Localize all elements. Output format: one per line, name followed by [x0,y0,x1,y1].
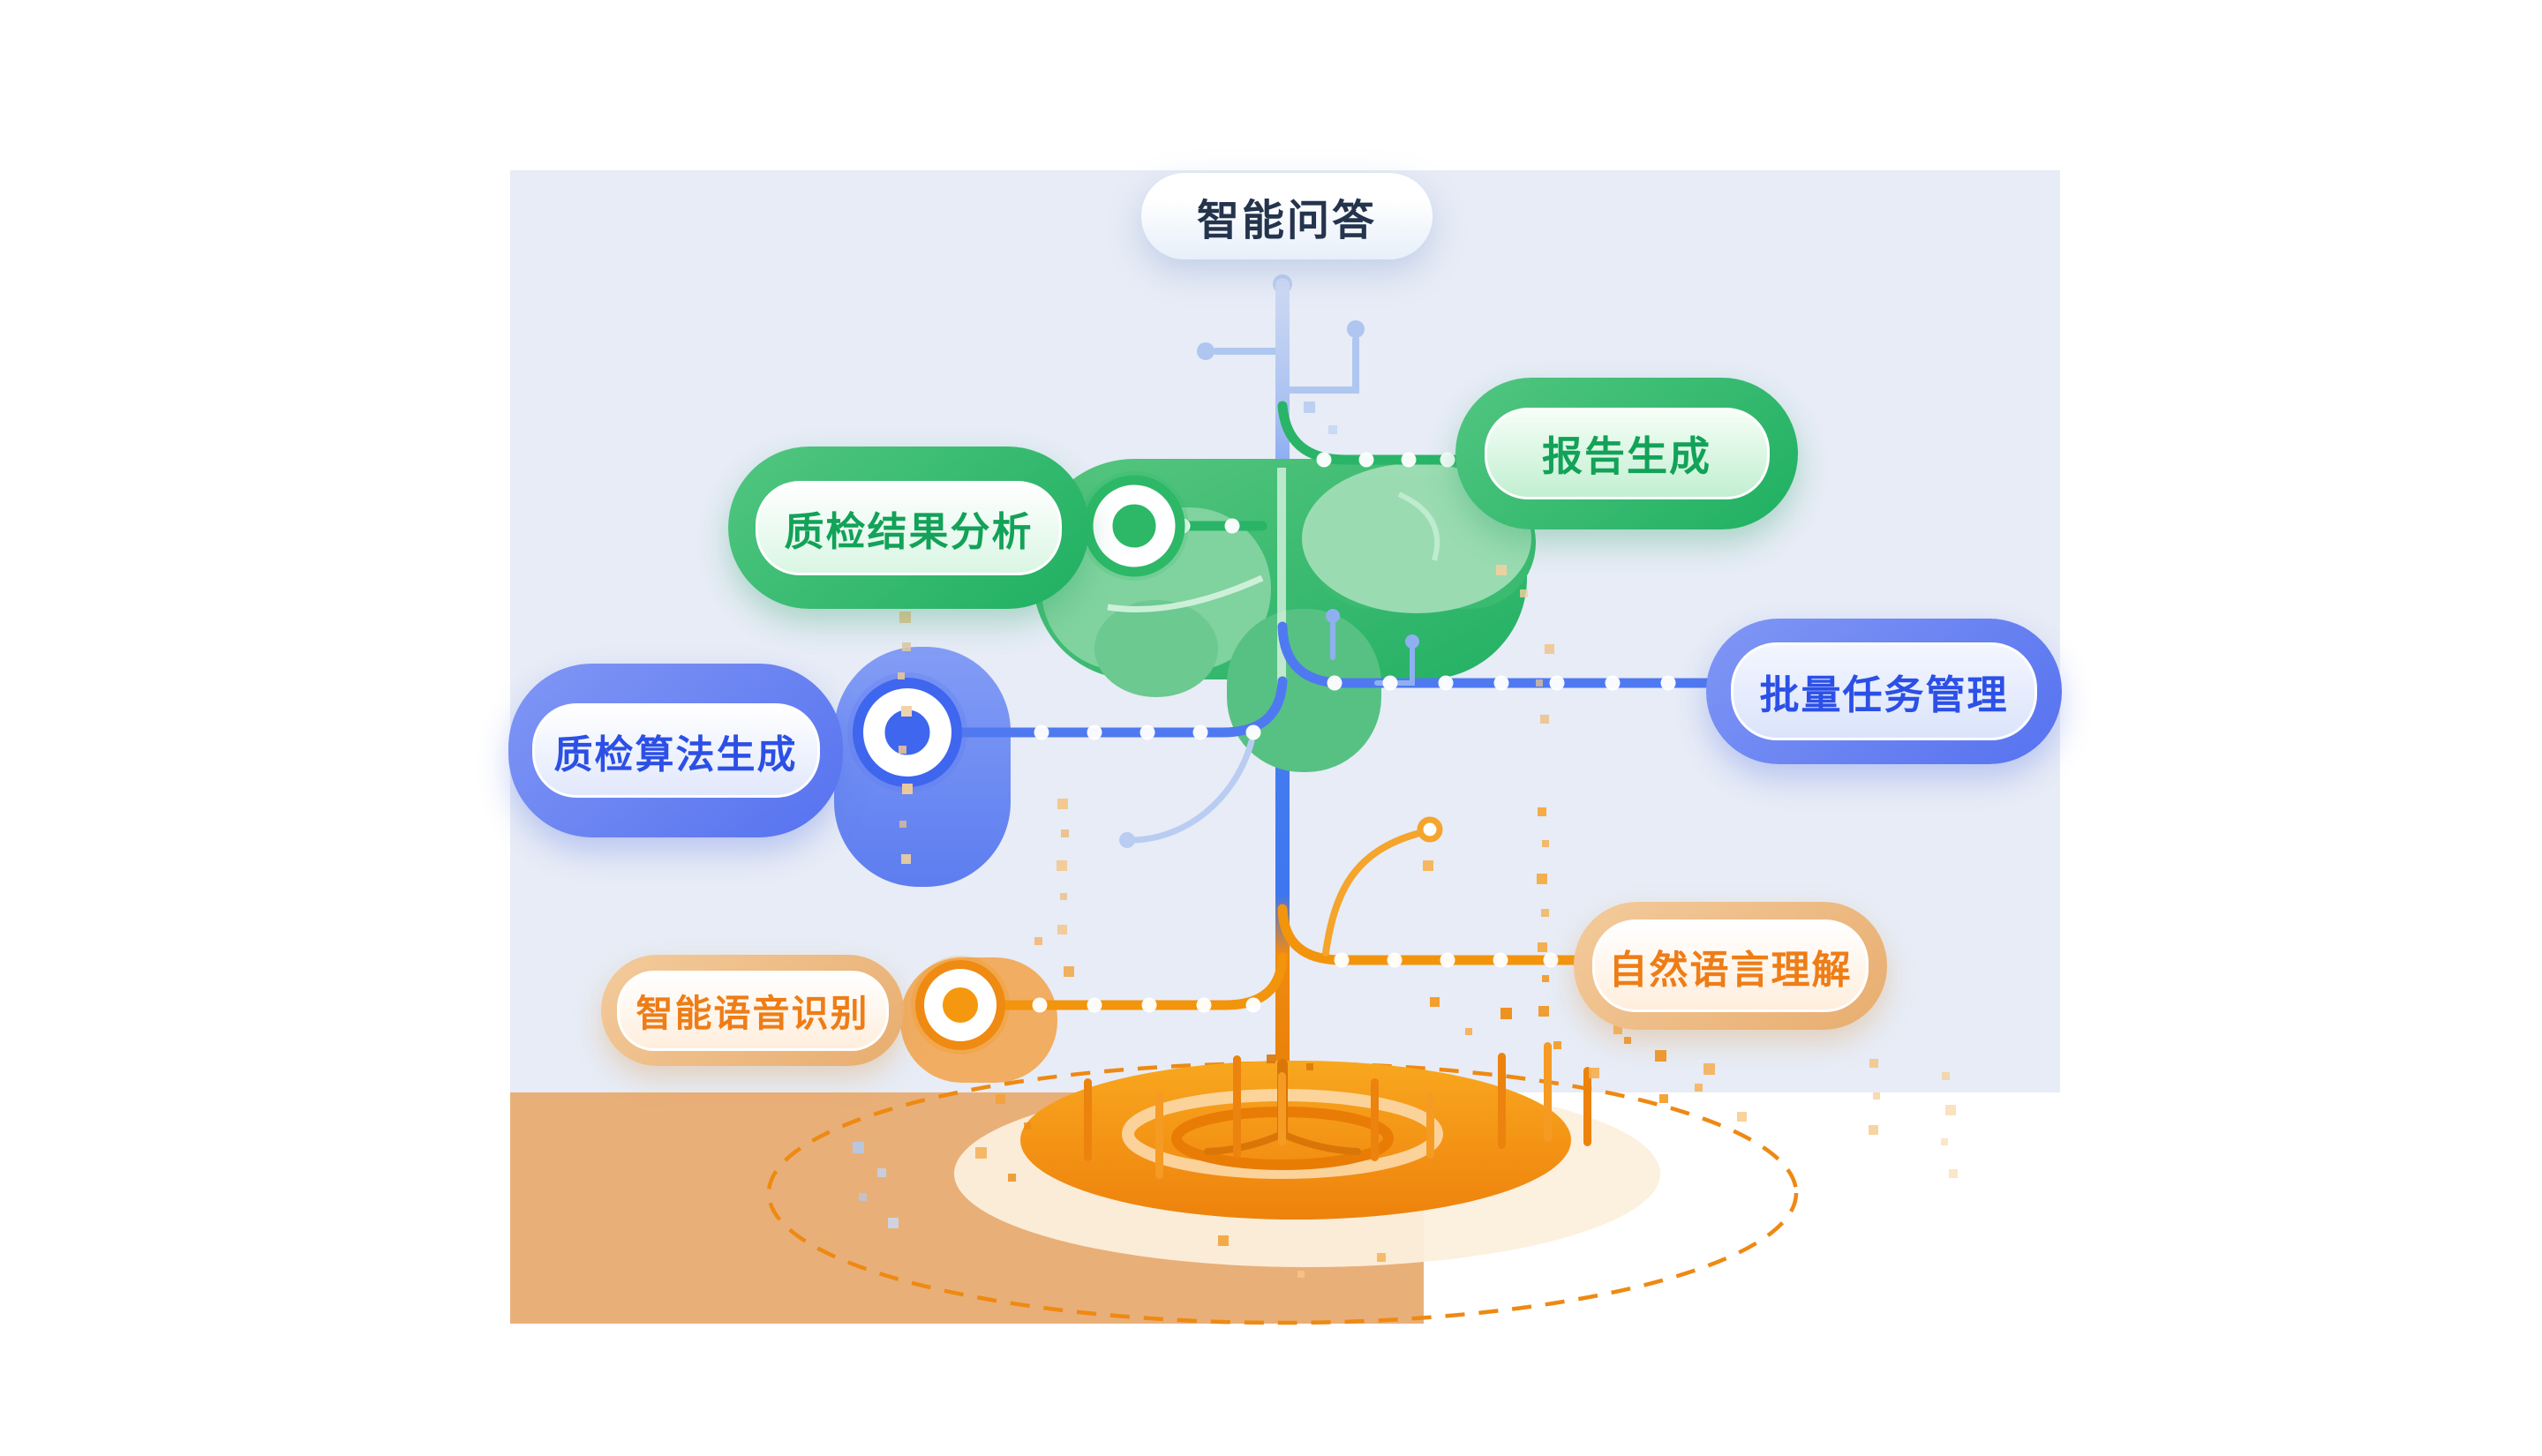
node-qc-algorithm-generation-pill: 质检算法生成 [531,703,820,798]
node-report-generation: 报告生成 [1455,378,1798,529]
node-qc-result-analysis: 质检结果分析 [728,447,1089,609]
connector-node-orange [911,956,1010,1054]
node-qc-algorithm-generation: 质检算法生成 [508,664,843,837]
foliage [1033,459,1536,772]
node-batch-task-management-label: 批量任务管理 [1759,672,2009,717]
node-natural-language-understanding-pill: 自然语言理解 [1592,919,1869,1012]
node-intelligent-speech-recognition-pill: 智能语音识别 [616,970,889,1051]
node-intelligent-speech-recognition: 智能语音识别 [601,955,904,1066]
node-intelligent-qa: 智能问答 [1141,173,1433,259]
node-natural-language-understanding-label: 自然语言理解 [1608,948,1853,992]
node-qc-result-analysis-label: 质检结果分析 [784,508,1034,554]
ground-bars [1084,1042,1591,1179]
connector-dots [1032,452,1676,1013]
node-natural-language-understanding: 自然语言理解 [1574,902,1887,1030]
node-report-generation-pill: 报告生成 [1484,408,1770,499]
node-intelligent-speech-recognition-label: 智能语音识别 [636,992,869,1034]
connector-node-green [1079,471,1189,581]
node-qc-algorithm-generation-label: 质检算法生成 [553,732,798,777]
pixel-squares [853,565,1958,1278]
decorative-curls [1119,609,1443,957]
node-intelligent-qa-label: 智能问答 [1196,198,1377,244]
node-report-generation-label: 报告生成 [1542,433,1711,479]
connector-node-blue [847,672,967,792]
node-batch-task-management-pill: 批量任务管理 [1731,642,2037,740]
node-qc-result-analysis-pill: 质检结果分析 [756,480,1062,575]
node-batch-task-management: 批量任务管理 [1706,619,2062,764]
